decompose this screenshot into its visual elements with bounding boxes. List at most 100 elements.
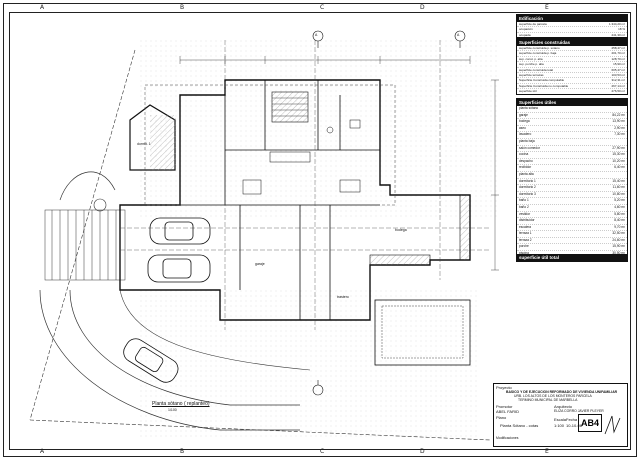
room-label-cellar: bodega [395,228,407,232]
stair-pivot [93,198,107,212]
table-row: planta sótano [517,106,627,113]
row-value: 7,30 m² [614,132,625,137]
plan-name: Planta Sótano - cotas [500,423,539,428]
car-2 [147,254,211,283]
table [242,179,262,195]
section-marker-top [312,30,324,48]
areas-panel-header: Superficies construidas [517,39,627,46]
row-value: 103,53 m² [611,73,625,78]
title-block: Proyecto BASICO Y DE EJECUCION REFORMADO… [493,383,628,447]
date-label: Fecha [566,417,578,422]
row-value: 258,47 m² [611,46,625,50]
row-label: planta alta [519,171,534,176]
left-room-hatch [150,115,176,170]
project-title: BASICO Y DE EJECUCION REFORMADO DE VIVIE… [506,390,618,394]
promoter-value: ABEL FARID [496,409,519,414]
building-walls [119,79,471,321]
room-label-storage: trastero [337,295,349,299]
scale-value: 1:100 [554,423,565,428]
row-value: 4,60 m² [614,204,625,209]
row-label: distribuidor [519,218,535,223]
row-value: 312,31 m² [611,78,625,83]
table-row: superficie construida p. sótano 258,47 m² [517,46,627,52]
table-row: ocupación 18 % [517,27,627,33]
areas-panel: Superficies construidas superficie const… [516,38,628,95]
ramp-line [119,289,311,371]
table-row: planta alta [517,172,627,179]
project-label: Proyecto [496,385,512,390]
row-label: bodega [519,119,530,124]
grid-letter-bottom: E [545,448,549,455]
row-value: 2,90 m² [614,125,625,130]
row-value: 32,50 m² [612,231,625,236]
row-value: 13,90 m² [612,119,625,124]
row-value: 605,47 m² [611,67,625,72]
row-value: 5,20 m² [614,198,625,203]
grid-letter-top: C [320,4,325,11]
pool-water [381,305,464,359]
rooms-panel-footer: superficie útil total [517,254,627,261]
table-row: bodega 13,90 m² [517,119,627,126]
row-value: 241,30 m² [611,32,625,37]
scale-label: Escala [554,417,567,422]
access-road-outer [39,289,300,431]
car-3 [123,338,179,383]
table-row: superficie construida total 605,47 m² [517,67,627,74]
row-value: 8,40 m² [614,218,625,223]
project-line-2: URB. LOS ALTOS DE LOS MONTEROS PARCELA [514,394,592,398]
row-value: 15,40 m² [612,178,625,183]
row-value: 10,20 m² [612,158,625,163]
modifications-label: Modificaciones [496,436,519,440]
row-label: sup. const. p. alta [519,56,543,61]
row-label: dormitorio 3 [519,191,536,196]
grid-letter-bottom: D [420,448,425,455]
plan-label: Plano [496,415,507,420]
plan-caption: Planta sótano ( replanteo) [152,401,210,407]
car-1 [149,217,211,245]
kitchen-counter [269,151,311,163]
date-value: 10-10-06 [566,423,583,428]
grid-letter-top: E [545,4,549,11]
promoter-label: Promotor [496,404,513,409]
row-label: ocupada [519,32,531,37]
section-marker-bottom [312,380,324,396]
row-label: lavadero [519,132,532,137]
row-value: 5,80 m² [614,211,625,216]
row-value: 15,30 m² [612,152,625,157]
row-label: planta baja [519,138,535,143]
stair-block [271,91,309,123]
room-label-garage: garaje [255,262,265,266]
row-label: baño 1 [519,198,529,203]
plan-caption-scale: 1/100 [168,408,177,412]
row-label: superficie construida p. sótano [519,46,560,50]
row-label: superficie útil [519,89,537,94]
section-mark-right: A [457,33,460,37]
table-row: lavadero 7,30 m² [517,132,627,139]
row-label: aseo [519,125,526,130]
grid-letter-top: D [420,4,425,11]
summary-panel-header: Edificación [517,15,627,22]
grid-letter-top: A [40,4,45,11]
sofa [339,179,361,193]
row-label: ocupación [519,27,533,32]
row-value: 201,70 m² [611,51,625,56]
row-label: superficie construida total [519,67,554,72]
outer-border [3,3,637,457]
row-value: 18 % [618,27,625,32]
